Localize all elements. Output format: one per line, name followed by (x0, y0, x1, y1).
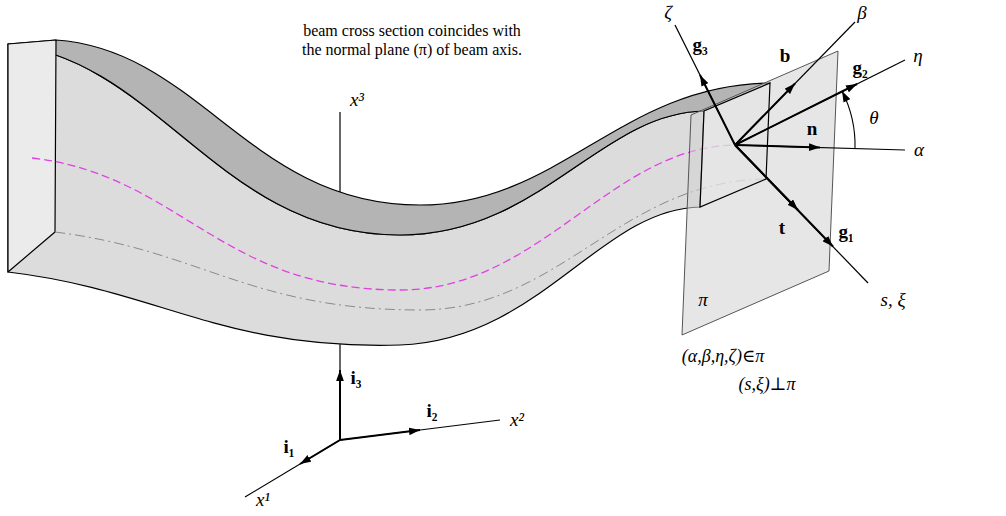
i3-vector (339, 370, 341, 440)
i1-vector (300, 440, 340, 464)
b-vector (735, 84, 795, 146)
beam-top-face (8, 40, 770, 235)
vector-label: g₂ (852, 58, 867, 79)
vector-label: g₃ (692, 35, 707, 56)
beam-front-face (8, 44, 704, 345)
zeta-axis (675, 25, 735, 145)
plane-label: π (698, 290, 708, 311)
i2-vector (340, 430, 420, 440)
axis-label: α (914, 140, 924, 161)
hidden-edge (55, 179, 766, 310)
g2-vector (735, 84, 857, 145)
beam-end-face (8, 40, 56, 272)
vector-label: b (780, 46, 791, 67)
vector-label: g₁ (838, 222, 853, 243)
beam-axis (32, 145, 735, 290)
g1-vector (735, 145, 833, 247)
note-text: beam cross section coincides with the no… (262, 21, 562, 59)
axis-label: x² (510, 410, 524, 431)
t-vector (735, 145, 798, 210)
vector-label: t (779, 218, 785, 239)
normal-plane (682, 51, 838, 335)
x2-axis (340, 420, 500, 440)
relation-note: (α,β,η,ζ)∈π (682, 347, 764, 367)
curved-beam (8, 40, 770, 345)
axis-label: x³ (350, 90, 364, 111)
alpha-axis (735, 145, 905, 150)
axis-label: ζ (664, 3, 672, 24)
s-axis (735, 145, 868, 283)
n-vector (735, 145, 820, 148)
vector-label: i₂ (427, 401, 438, 422)
angle-label: θ (869, 108, 878, 129)
vector-label: n (807, 119, 818, 140)
g3-vector (700, 75, 735, 145)
eta-axis (735, 60, 905, 145)
beta-axis (735, 22, 855, 145)
axis-label: s, ξ (880, 290, 905, 311)
vector-label: i₃ (351, 368, 362, 389)
vector-label: i₁ (284, 437, 295, 458)
axis-label: η (913, 46, 922, 67)
axis-label: x¹ (256, 490, 270, 511)
local-axes (675, 22, 905, 283)
relation-note: (s,ξ)⊥π (738, 375, 795, 395)
angle-arc (842, 91, 855, 149)
axis-label: β (857, 3, 866, 24)
